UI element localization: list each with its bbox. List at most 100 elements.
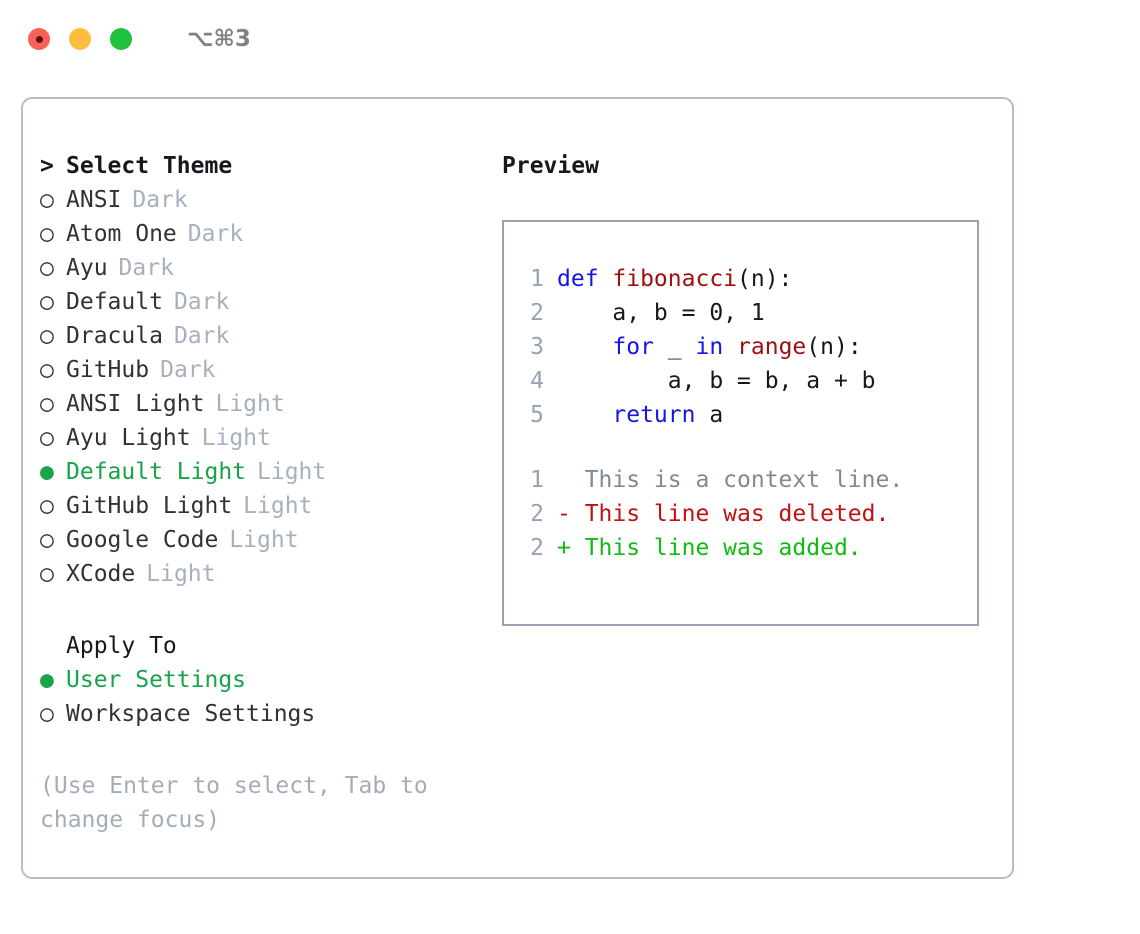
theme-option-default-dark[interactable]: ○ Default Dark [40,285,490,319]
line-number: 1 [530,266,544,292]
code-line-text: a, b = 0, 1 [557,296,765,330]
theme-option-label: ANSI [66,187,122,213]
theme-option-atom-one-dark[interactable]: ○ Atom One Dark [40,217,490,251]
theme-option-label: Atom One [66,221,177,247]
theme-option-label: Google Code [66,527,219,553]
theme-option-label: Ayu [66,255,108,281]
theme-variant-badge: Light [146,561,216,587]
keyboard-shortcut-label: ⌥⌘3 [187,26,251,52]
line-number: 4 [530,368,544,394]
theme-option-github-light[interactable]: ○ GitHub Light Light [40,489,490,523]
theme-variant-badge: Dark [118,255,174,281]
code-token-plain: a [695,402,724,428]
radio-unselected-icon[interactable]: ○ [40,357,54,383]
preview-column: Preview 1 def fibonacci(n): 2 a, b = 0, … [502,149,1002,626]
apply-to-header: Apply To [40,629,490,663]
code-line: 2 a, b = 0, 1 [514,296,971,330]
code-token-keyword: for [612,334,654,360]
minimize-window-button[interactable] [69,28,91,50]
theme-picker-column: > Select Theme ○ ANSI Dark ○ Atom One Da… [40,149,490,837]
theme-option-ansi-light[interactable]: ○ ANSI Light Light [40,387,490,421]
theme-option-label: ANSI Light [66,391,205,417]
radio-selected-icon[interactable]: ● [40,667,54,693]
radio-unselected-icon[interactable]: ○ [40,187,54,213]
theme-variant-badge: Light [257,459,327,485]
apply-to-option-workspace-settings[interactable]: ○ Workspace Settings [40,697,490,731]
theme-option-dracula-dark[interactable]: ○ Dracula Dark [40,319,490,353]
code-token-plain [557,334,612,360]
maximize-window-button[interactable] [110,28,132,50]
line-number: 2 [530,535,544,561]
radio-unselected-icon[interactable]: ○ [40,561,54,587]
line-number: 2 [530,501,544,527]
theme-option-github-dark[interactable]: ○ GitHub Dark [40,353,490,387]
line-number: 5 [530,402,544,428]
diff-line-added: 2 + This line was added. [514,531,971,565]
theme-option-ayu-light[interactable]: ○ Ayu Light Light [40,421,490,455]
code-token-keyword: in [695,334,724,360]
theme-variant-badge: Dark [132,187,188,213]
diff-gap-spacer [514,432,971,463]
theme-option-label: Ayu Light [66,425,191,451]
hint-spacer [40,731,490,769]
select-theme-header: > Select Theme [40,149,490,183]
theme-variant-badge: Dark [187,221,244,247]
theme-option-google-code[interactable]: ○ Google Code Light [40,523,490,557]
select-theme-header-label: Select Theme [66,153,233,179]
line-number: 1 [530,467,544,493]
apply-to-option-label: Workspace Settings [66,701,316,727]
titlebar: ⌥⌘3 [0,0,1140,78]
theme-option-label: Default [66,289,163,315]
theme-option-label: Dracula [66,323,163,349]
code-token-plain [723,334,737,360]
code-sample: 1 def fibonacci(n): 2 a, b = 0, 1 3 for … [514,262,971,565]
code-line-text: def fibonacci(n): [557,262,792,296]
code-token-plain [557,402,612,428]
theme-option-xcode[interactable]: ○ XCode Light [40,557,490,591]
code-token-function: range [737,334,807,360]
diff-line-text: + This line was added. [557,535,862,561]
radio-unselected-icon[interactable]: ○ [40,701,54,727]
theme-option-label: GitHub Light [66,493,233,519]
code-token-function: fibonacci [612,266,738,292]
code-line: 3 for _ in range(n): [514,330,971,364]
theme-option-label: XCode [66,561,136,587]
code-token-plain: (n): [806,334,862,360]
main-panel: > Select Theme ○ ANSI Dark ○ Atom One Da… [21,97,1014,879]
theme-option-label: Default Light [66,459,247,485]
theme-option-ansi-dark[interactable]: ○ ANSI Dark [40,183,490,217]
code-token-keyword: return [612,402,696,428]
code-token-plain: (n): [737,266,793,292]
radio-unselected-icon[interactable]: ○ [40,527,54,553]
code-line: 4 a, b = b, a + b [514,364,971,398]
code-token-plain: a, b = 0, 1 [557,300,765,326]
theme-variant-badge: Dark [173,323,230,349]
radio-unselected-icon[interactable]: ○ [40,255,54,281]
close-window-button[interactable] [28,28,50,50]
radio-unselected-icon[interactable]: ○ [40,391,54,417]
traffic-light-group [28,28,132,50]
code-line: 5 return a [514,398,971,432]
theme-option-ayu-dark[interactable]: ○ Ayu Dark [40,251,490,285]
code-token-plain: a, b = b, a + b [557,368,876,394]
preview-box: 1 def fibonacci(n): 2 a, b = 0, 1 3 for … [502,220,979,626]
diff-line-context: 1 This is a context line. [514,463,971,497]
apply-to-marker-placeholder [40,629,66,663]
theme-option-default-light[interactable]: ● Default Light Light [40,455,490,489]
radio-unselected-icon[interactable]: ○ [40,323,54,349]
preview-title: Preview [502,153,599,179]
radio-unselected-icon[interactable]: ○ [40,425,54,451]
theme-variant-badge: Dark [173,289,230,315]
theme-variant-badge: Light [215,391,285,417]
code-token-plain: _ [653,334,696,360]
radio-selected-icon[interactable]: ● [40,459,54,485]
radio-unselected-icon[interactable]: ○ [40,221,54,247]
radio-unselected-icon[interactable]: ○ [40,493,54,519]
theme-variant-badge: Light [201,425,271,451]
theme-option-label: GitHub [66,357,150,383]
apply-to-option-user-settings[interactable]: ● User Settings [40,663,490,697]
code-line-text: for _ in range(n): [557,330,862,364]
caret-icon: > [40,153,54,179]
radio-unselected-icon[interactable]: ○ [40,289,54,315]
